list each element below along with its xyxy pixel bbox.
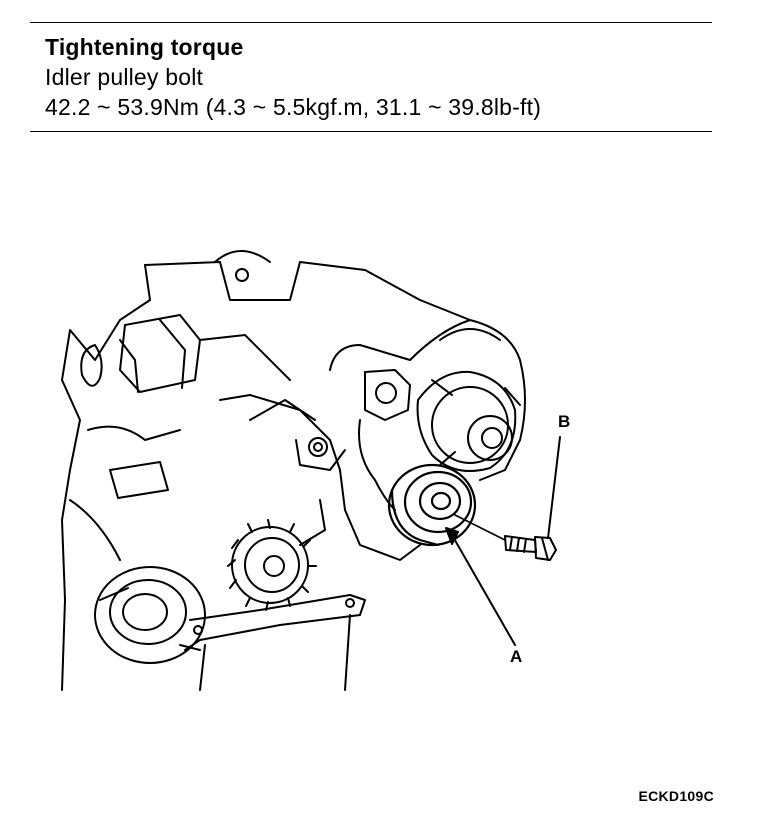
figure-code: ECKD109C [638, 788, 714, 804]
idler-pulley-bolt [504, 535, 557, 561]
bottom-rule [30, 131, 712, 132]
pump-pulley [431, 386, 509, 464]
callout-b: B [558, 412, 571, 431]
top-rule [30, 22, 712, 23]
engine-block-outline [61, 264, 151, 691]
leader-line-a [451, 534, 516, 646]
crankshaft-sprocket [227, 519, 317, 611]
block-bolt-hole [235, 268, 249, 282]
case-bolt [308, 437, 328, 457]
leader-line-b [547, 436, 561, 539]
water-pump-housing [329, 319, 526, 481]
tensioner-pulley [94, 566, 206, 664]
callout-a: A [510, 647, 523, 666]
idler-pulley [387, 463, 477, 547]
block-boss [109, 461, 169, 499]
torque-spec-box: Tightening torque Idler pulley bolt 42.2… [30, 22, 712, 132]
spec-title: Tightening torque [45, 34, 244, 60]
spec-item: Idler pulley bolt [45, 64, 204, 90]
spec-text: Tightening torque Idler pulley bolt 42.2… [30, 23, 712, 131]
spec-value: 42.2 ~ 53.9Nm (4.3 ~ 5.5kgf.m, 31.1 ~ 39… [45, 94, 542, 120]
